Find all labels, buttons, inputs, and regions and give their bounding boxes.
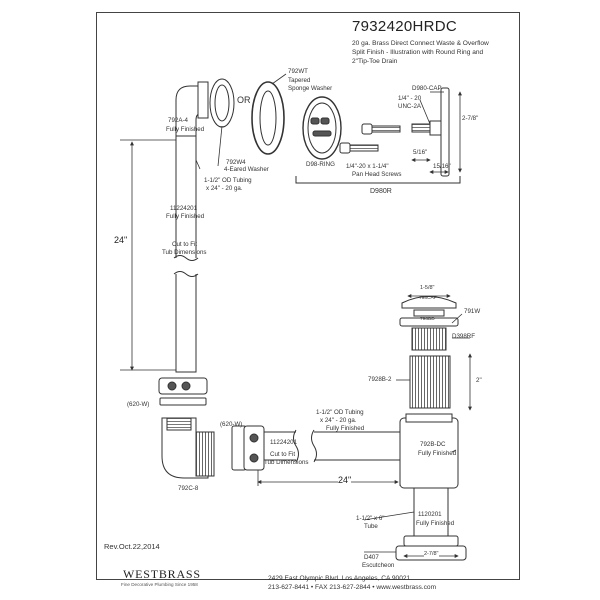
label-D980R: D980R (370, 188, 392, 195)
dimension-15-16: 15/16" (433, 163, 451, 170)
label-tubing-1: 1-1/2" OD Tubing (204, 177, 252, 184)
overflow-faceplate (209, 78, 235, 128)
dimension-2-7-8-cap: 2-7/8" (462, 115, 479, 122)
label-tube: Tube (364, 523, 378, 530)
label-thread-size: 1/4" - 20 (398, 95, 422, 102)
label-tubing-2: 1-1/2" OD Tubing (316, 409, 364, 416)
label-tub-dimensions-2: Tub Dimensions (264, 459, 309, 466)
label-D398RF: D398RF (452, 333, 476, 340)
brand-logo: WESTBRASS (123, 567, 201, 581)
label-tapered: Tapered (288, 77, 311, 84)
label-D98-RING: D98-RING (306, 161, 335, 168)
threaded-drain-body-7928B-2 (409, 355, 451, 409)
label-tubing-1-size: x 24" - 20 ga. (206, 185, 243, 192)
dimension-5-16: 5/16" (413, 149, 428, 156)
label-1120201: 1120201 (418, 511, 442, 518)
overflow-elbow-792A-4 (175, 81, 209, 137)
label-620-W-left: (620-W) (127, 401, 150, 408)
description-line: 2"Tip-Toe Drain (352, 58, 398, 65)
label-792B-DC: 792B-DC (420, 441, 446, 448)
label-tubing-2-finish: Fully Finished (326, 425, 365, 432)
label-escutcheon: Escutcheon (362, 562, 395, 569)
tip-toe-drain-stopper (399, 296, 459, 351)
dimension-1-5-8: 1-5/8" (420, 285, 435, 291)
description-line: Split Finish - Illustration with Round R… (352, 49, 484, 56)
dimension-2: 2" (476, 377, 482, 384)
label-pan-head-screws: Pan Head Screws (352, 171, 402, 178)
label-4-eared-washer: 4-Eared Washer (224, 166, 269, 173)
label-792C-8: 792C-8 (178, 485, 199, 492)
drain-cap-D980-CAP (411, 87, 450, 177)
pan-head-screw-upper (361, 123, 401, 135)
label-tube-size: 1-1/2" x 6" (356, 515, 385, 522)
label-798CAP: 798CAP (419, 296, 437, 301)
label-tub-dimensions: Tub Dimensions (162, 249, 207, 256)
description-line: 20 ga. Brass Direct Connect Waste & Over… (352, 40, 489, 47)
dimension-24-vertical: 24" (114, 235, 128, 245)
label-792WT: 792WT (288, 68, 308, 75)
label-792A-4: 792A-4 (168, 117, 188, 124)
brand-tagline: Fine Decorative Plumbing Since 1958 (121, 582, 198, 587)
drain-shoe-elbow-792C-8 (161, 417, 215, 479)
address-line: 2429 East Olympic Blvd. Los Angeles, CA … (268, 575, 411, 582)
dimension-2-7-8-bottom: 2-7/8" (424, 551, 439, 558)
drain-tube-11224201 (263, 428, 401, 464)
label-11224201: 11224201 (170, 205, 198, 212)
label-798BD: 798BD (420, 317, 435, 322)
label-11224201-finish: Fully Finished (166, 213, 205, 220)
label-620-W-middle: (620-W) (220, 421, 243, 428)
label-11224201-b: 11224201 (270, 439, 298, 446)
D980R-bracket (295, 176, 461, 184)
label-792B-DC-finish: Fully Finished (418, 450, 457, 457)
model-number: 7932420HRDC (352, 18, 458, 35)
washer-620-W-left (159, 397, 207, 406)
revision-date: Rev.Oct.22,2014 (104, 542, 160, 551)
overflow-tube-11224201 (172, 135, 200, 373)
label-screw-size: 1/4"-20 x 1-1/4" (346, 163, 389, 170)
label-792W4: 792W4 (226, 159, 246, 166)
pan-head-screw-lower (339, 142, 379, 154)
label-tubing-2-size: x 24" - 20 ga. (320, 417, 357, 424)
label-792A-4-finish: Fully Finished (166, 126, 205, 133)
tapered-sponge-washer-792WT (251, 81, 285, 155)
overflow-cover-D98-RING (302, 96, 342, 160)
label-cut-to-fit: Cut to Fit (172, 241, 198, 248)
company-address: 2429 East Olympic Blvd. Los Angeles, CA … (268, 574, 436, 592)
washer-620-W-middle (231, 425, 265, 471)
label-thread-class: UNC-2A (398, 103, 422, 110)
model-description: 20 ga. Brass Direct Connect Waste & Over… (352, 39, 517, 66)
drawing-border (96, 12, 520, 580)
label-7928B-2: 7928B-2 (368, 376, 392, 383)
or-text: OR (237, 95, 251, 105)
label-791W: 791W (464, 308, 481, 315)
label-cut-to-fit-2: Cut to Fit (270, 451, 296, 458)
label-sponge-washer: Sponge Washer (288, 85, 333, 92)
contact-line: 213-627-8441 • FAX 213-627-2844 • www.we… (268, 584, 437, 591)
dimension-24-horizontal: 24" (338, 475, 352, 485)
label-1120201-finish: Fully Finished (416, 520, 455, 527)
label-D980-CAP: D980-CAP (412, 85, 442, 92)
label-D407: D407 (364, 554, 379, 561)
friction-washer-upper (158, 377, 208, 395)
